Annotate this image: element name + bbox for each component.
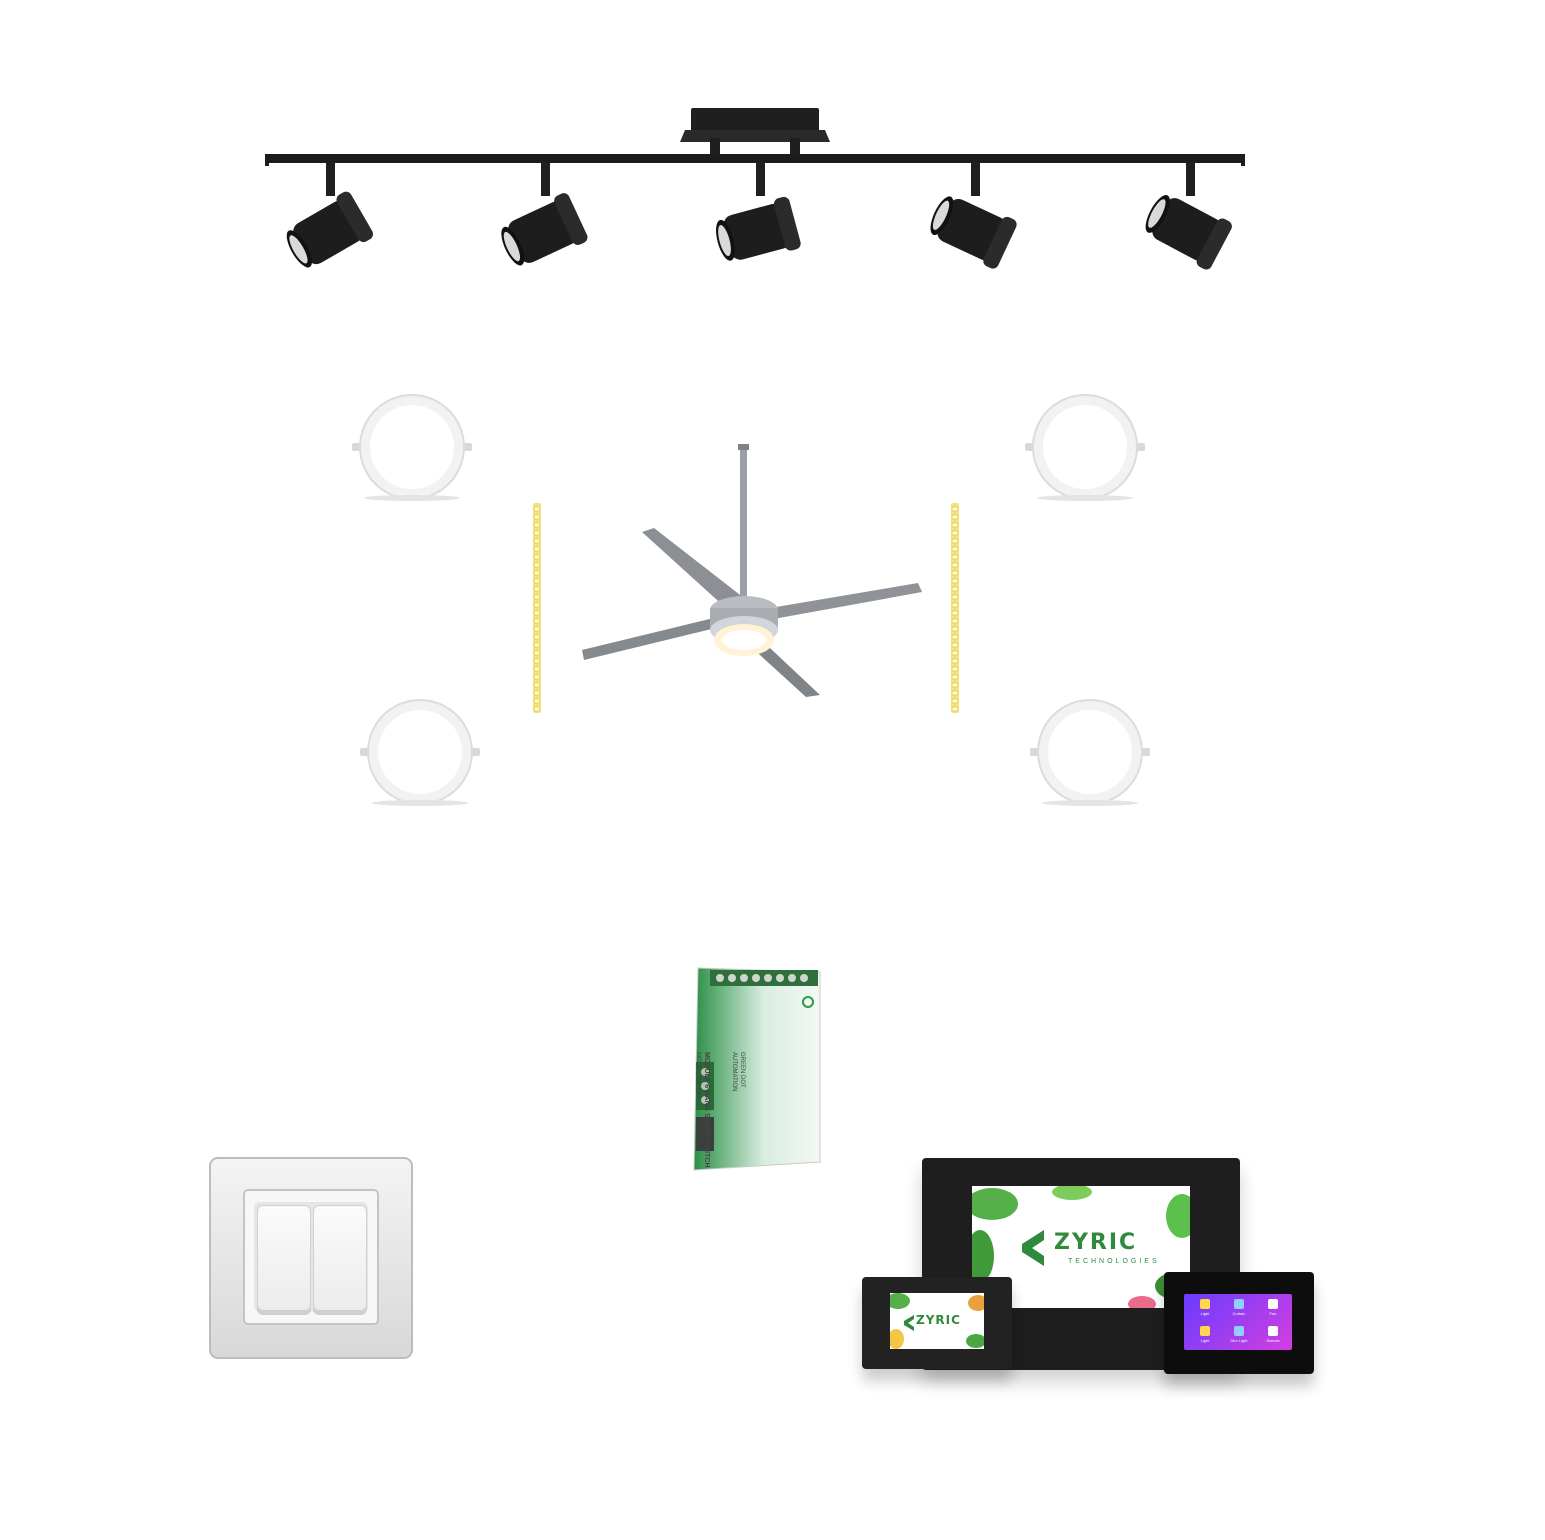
large-panel-brand: ZYRIC (1054, 1230, 1138, 1255)
ui-tile-icon (1234, 1326, 1244, 1336)
ui-tile-2[interactable]: Curtain (1228, 1298, 1250, 1320)
wall-switch (208, 1156, 414, 1360)
led-strip-left (530, 503, 544, 713)
ui-tile-label: Light (1200, 1338, 1210, 1343)
downlight-top-left (352, 394, 472, 502)
ui-tile-label: Fan (1269, 1311, 1277, 1316)
ui-tile-icon (1268, 1326, 1278, 1336)
track-spot-3 (716, 162, 801, 261)
ui-tile-icon (1200, 1326, 1210, 1336)
led-strip-right (948, 503, 962, 713)
module-brand-line1: GREEN DOT (739, 1052, 745, 1088)
downlight-bottom-left (360, 699, 480, 807)
large-panel-tagline: TECHNOLOGIES (1068, 1258, 1160, 1265)
ui-tile-icon (1200, 1299, 1210, 1309)
downlight-top-right (1025, 394, 1145, 502)
small-left-panel-brand: ZYRIC (916, 1313, 961, 1327)
ui-tile-icon (1234, 1299, 1244, 1309)
ui-tile-label: Curtain (1232, 1311, 1246, 1316)
module-model-line2: MODEL: SM-G6S (695, 1052, 701, 1100)
ceiling-fan (578, 440, 928, 700)
track-spot-2 (501, 162, 588, 266)
ui-tile-3[interactable]: Fan (1262, 1298, 1284, 1320)
ui-tile-1[interactable]: Light (1194, 1298, 1216, 1320)
module-model-line1: MODULE 6 GANG SMART SWITCH (703, 1052, 710, 1168)
relay-module: GREEN DOT AUTOMATION MODULE 6 GANG SMART… (688, 962, 828, 1172)
track-light (255, 100, 1255, 290)
track-spot-4 (930, 162, 1017, 269)
large-panel-screen[interactable]: ZYRIC TECHNOLOGIES (972, 1186, 1190, 1308)
track-spot-5 (1145, 162, 1232, 270)
ui-tile-icon (1268, 1299, 1278, 1309)
module-brand-label: GREEN DOT AUTOMATION MODULE 6 GANG SMART… (694, 1052, 746, 1212)
module-brand-line2: AUTOMATION (731, 1052, 737, 1092)
switch-rocker-left[interactable] (257, 1205, 311, 1311)
ui-tile-label: Scenes (1266, 1338, 1280, 1343)
switch-rocker-right[interactable] (313, 1205, 367, 1311)
track-spot-1 (286, 162, 373, 268)
downlight-bottom-right (1030, 699, 1150, 807)
ui-tile-label: Dim Light (1230, 1338, 1248, 1343)
ui-tile-label: Light (1200, 1311, 1210, 1316)
ui-tile-6[interactable]: Scenes (1262, 1325, 1284, 1347)
touch-panel-small-left: ZYRIC (862, 1277, 1012, 1369)
ui-tile-5[interactable]: Dim Light (1228, 1325, 1250, 1347)
small-left-panel-screen[interactable]: ZYRIC (890, 1293, 984, 1349)
ui-tile-4[interactable]: Light (1194, 1325, 1216, 1347)
